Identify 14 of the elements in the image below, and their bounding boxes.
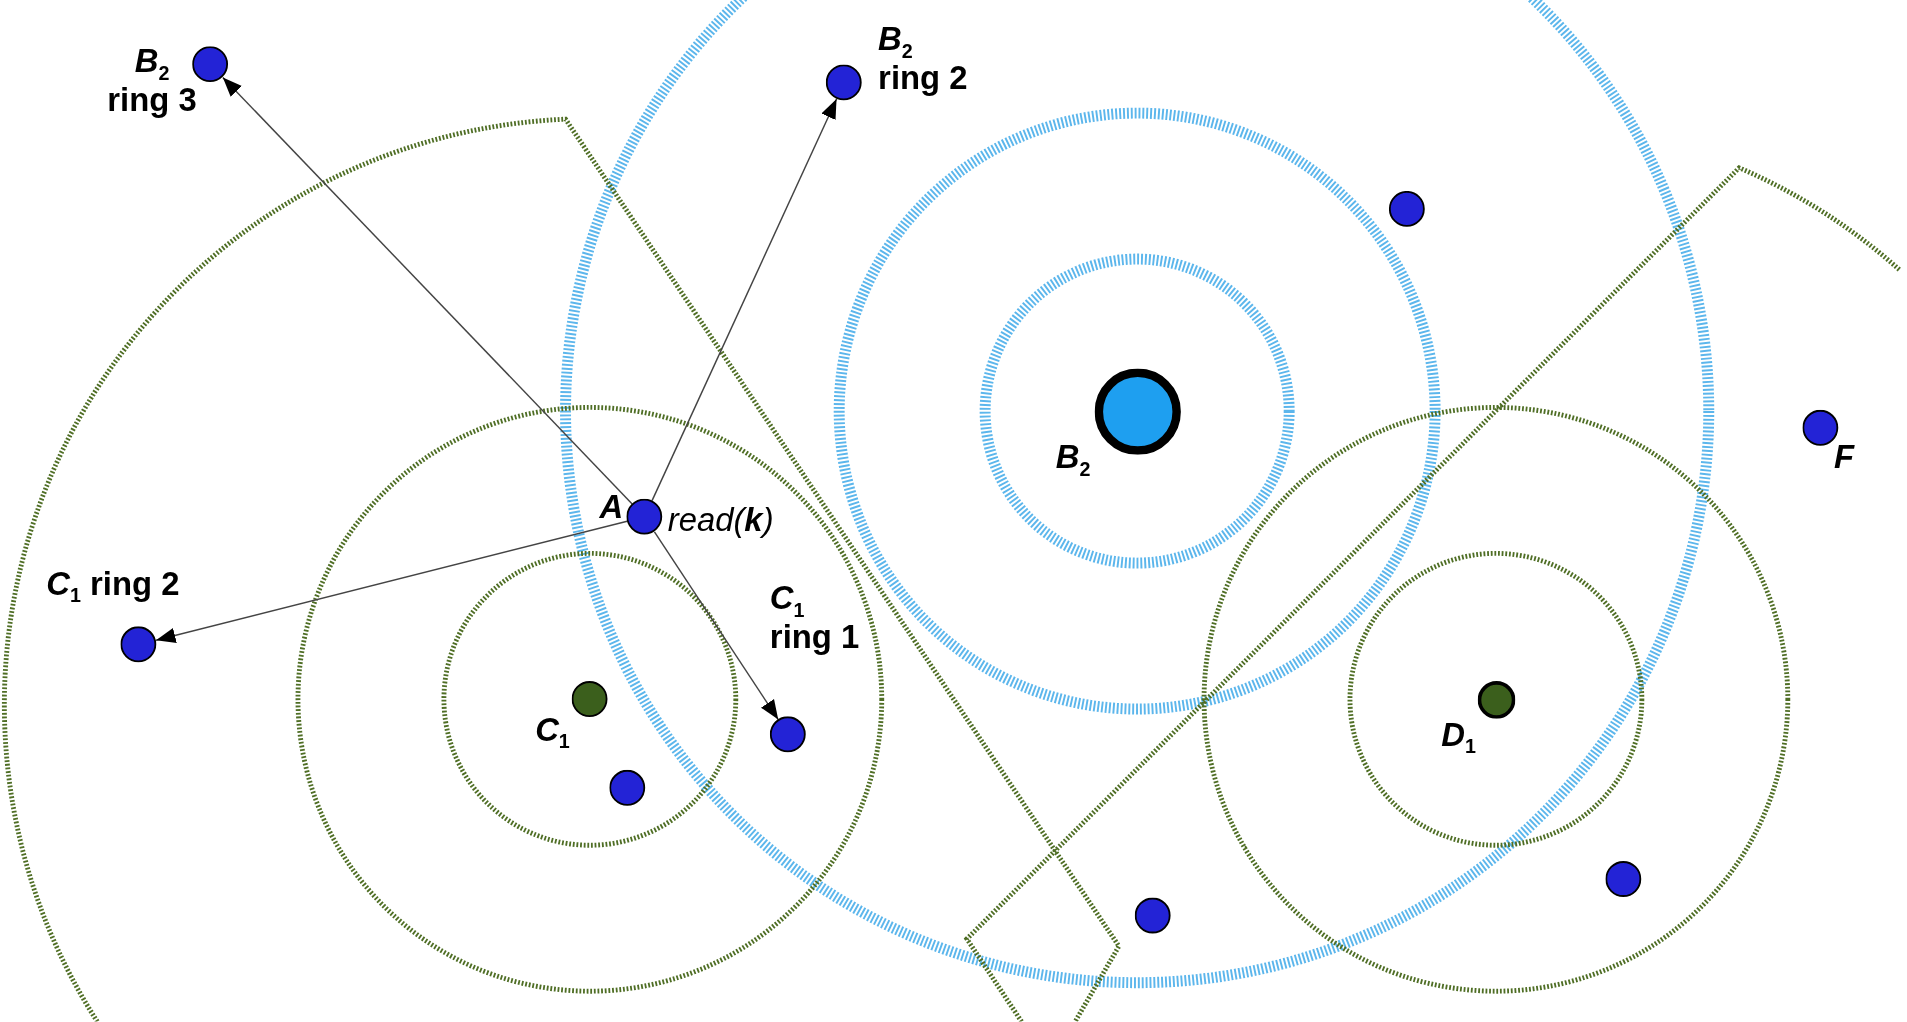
arrow xyxy=(651,98,838,502)
node-label: C$_{1}$ ring 1 xyxy=(769,581,861,656)
arrow xyxy=(653,531,779,721)
arrow xyxy=(155,520,628,643)
node-label: A xyxy=(599,490,624,525)
node-label: D$_{1}$ xyxy=(1441,717,1476,757)
node-label: B$_{2}$ xyxy=(1055,440,1091,480)
node-label: C$_{1}$ ring 2 xyxy=(46,566,180,607)
node-label: B$_{2}$ ring 3 xyxy=(106,43,198,118)
node-label: C$_{1}$ xyxy=(535,712,570,753)
arrow xyxy=(222,76,633,505)
operation-label: read(k) xyxy=(667,503,774,538)
node-label: B$_{2}$ ring 2 xyxy=(878,21,969,96)
node-label: F xyxy=(1834,440,1855,475)
